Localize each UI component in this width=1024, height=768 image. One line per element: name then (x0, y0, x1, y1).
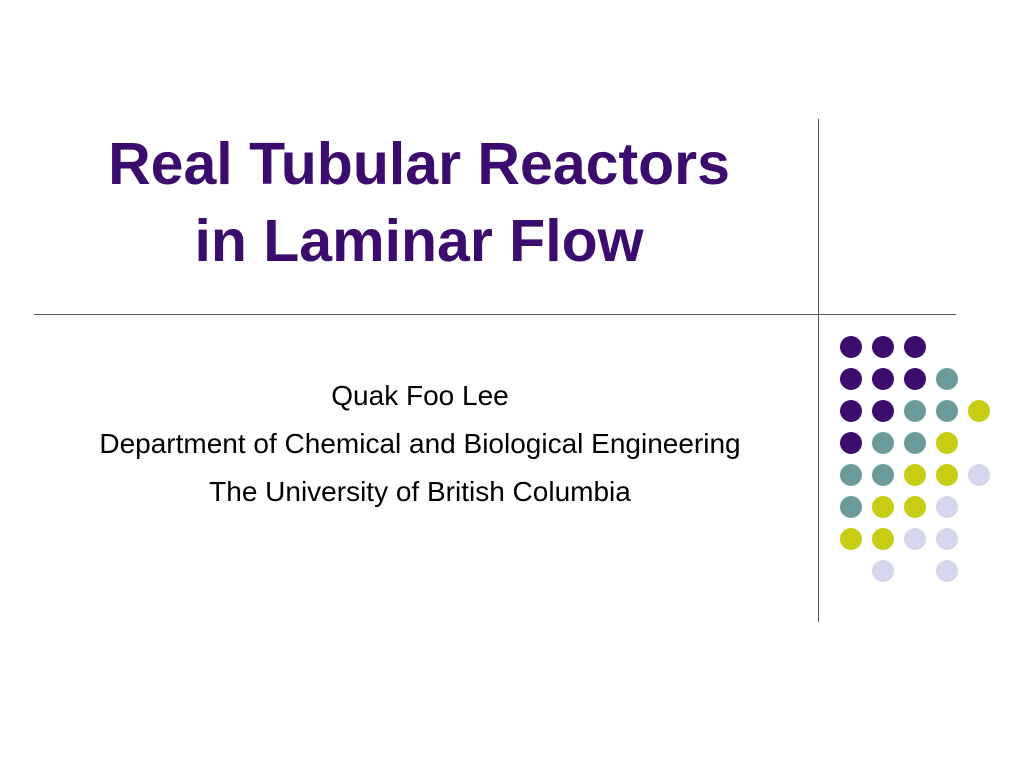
title-line-1: Real Tubular Reactors (108, 131, 730, 197)
decorative-dot (840, 400, 862, 422)
vertical-divider (818, 119, 819, 622)
decorative-dot (840, 528, 862, 550)
author-name: Quak Foo Lee (331, 380, 509, 411)
decorative-dot (936, 528, 958, 550)
decorative-dot (872, 432, 894, 454)
title-line-2: in Laminar Flow (194, 208, 644, 274)
slide-subtitle: Quak Foo Lee Department of Chemical and … (20, 372, 820, 516)
decorative-dot (840, 464, 862, 486)
decorative-dot (968, 464, 990, 486)
department: Department of Chemical and Biological En… (99, 428, 741, 459)
decorative-dot (936, 464, 958, 486)
decorative-dot-grid (840, 336, 990, 582)
decorative-dot (936, 496, 958, 518)
decorative-dot (904, 400, 926, 422)
decorative-dot (904, 368, 926, 390)
decorative-dot (904, 336, 926, 358)
decorative-dot (904, 528, 926, 550)
decorative-dot (936, 432, 958, 454)
horizontal-divider (34, 314, 956, 315)
decorative-dot (840, 368, 862, 390)
decorative-dot (936, 560, 958, 582)
decorative-dot (872, 528, 894, 550)
decorative-dot (968, 400, 990, 422)
decorative-dot (872, 336, 894, 358)
slide-title: Real Tubular Reactors in Laminar Flow (34, 126, 804, 280)
decorative-dot (904, 496, 926, 518)
decorative-dot (904, 464, 926, 486)
decorative-dot (872, 368, 894, 390)
decorative-dot (872, 560, 894, 582)
decorative-dot (840, 432, 862, 454)
decorative-dot (840, 336, 862, 358)
decorative-dot (840, 496, 862, 518)
decorative-dot (872, 400, 894, 422)
decorative-dot (872, 496, 894, 518)
decorative-dot (872, 464, 894, 486)
decorative-dot (936, 368, 958, 390)
decorative-dot (904, 432, 926, 454)
decorative-dot (936, 400, 958, 422)
university: The University of British Columbia (209, 476, 631, 507)
